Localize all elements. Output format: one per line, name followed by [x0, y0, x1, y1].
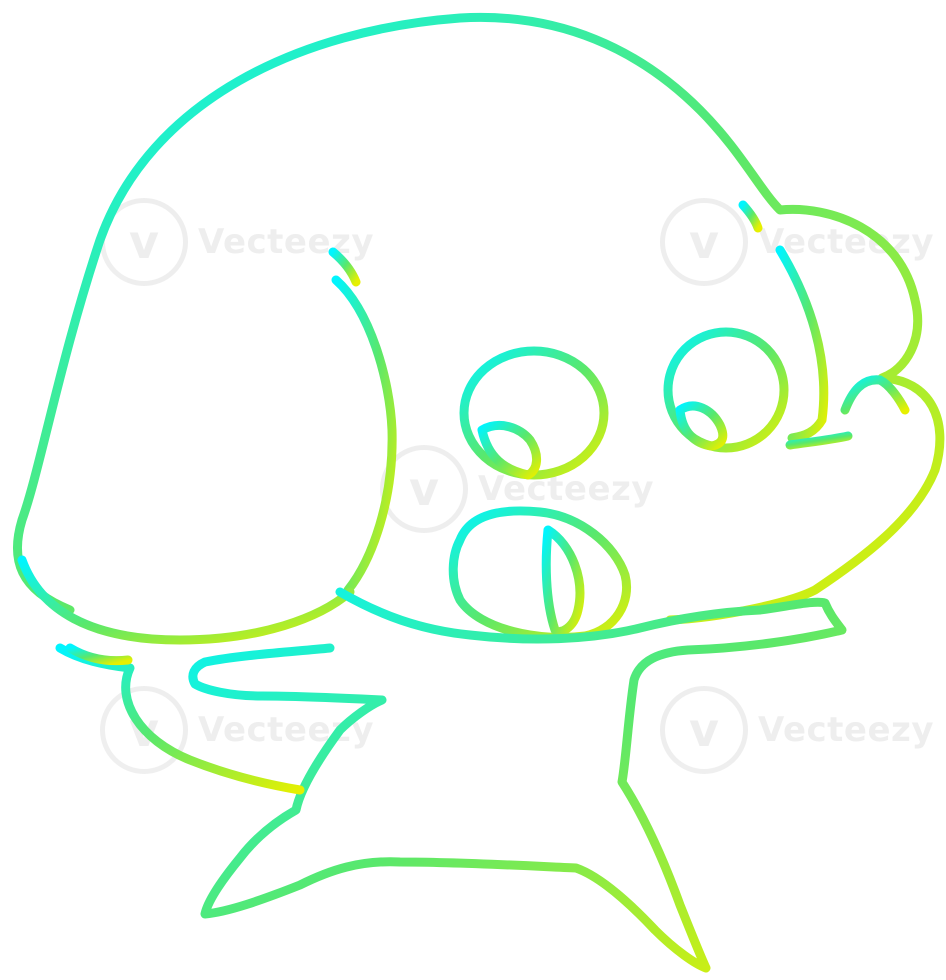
ear-flap-lower: [55, 643, 305, 795]
cheek-line: [785, 431, 853, 450]
trunk-upper: [840, 375, 910, 415]
ear-bottom: [17, 555, 355, 645]
trunk-tip: [541, 525, 585, 637]
face-crease: [738, 200, 763, 233]
right-eye: [663, 327, 789, 453]
left-pupil: [477, 421, 541, 480]
trunk: [448, 506, 631, 642]
face-side: [775, 245, 829, 443]
ear-fold-accent: [328, 247, 361, 287]
ear-flap-edge: [65, 643, 133, 666]
head-outline: [12, 12, 945, 625]
ear-fold: [331, 275, 397, 595]
body-outline: [188, 587, 847, 973]
right-pupil: [675, 401, 728, 451]
